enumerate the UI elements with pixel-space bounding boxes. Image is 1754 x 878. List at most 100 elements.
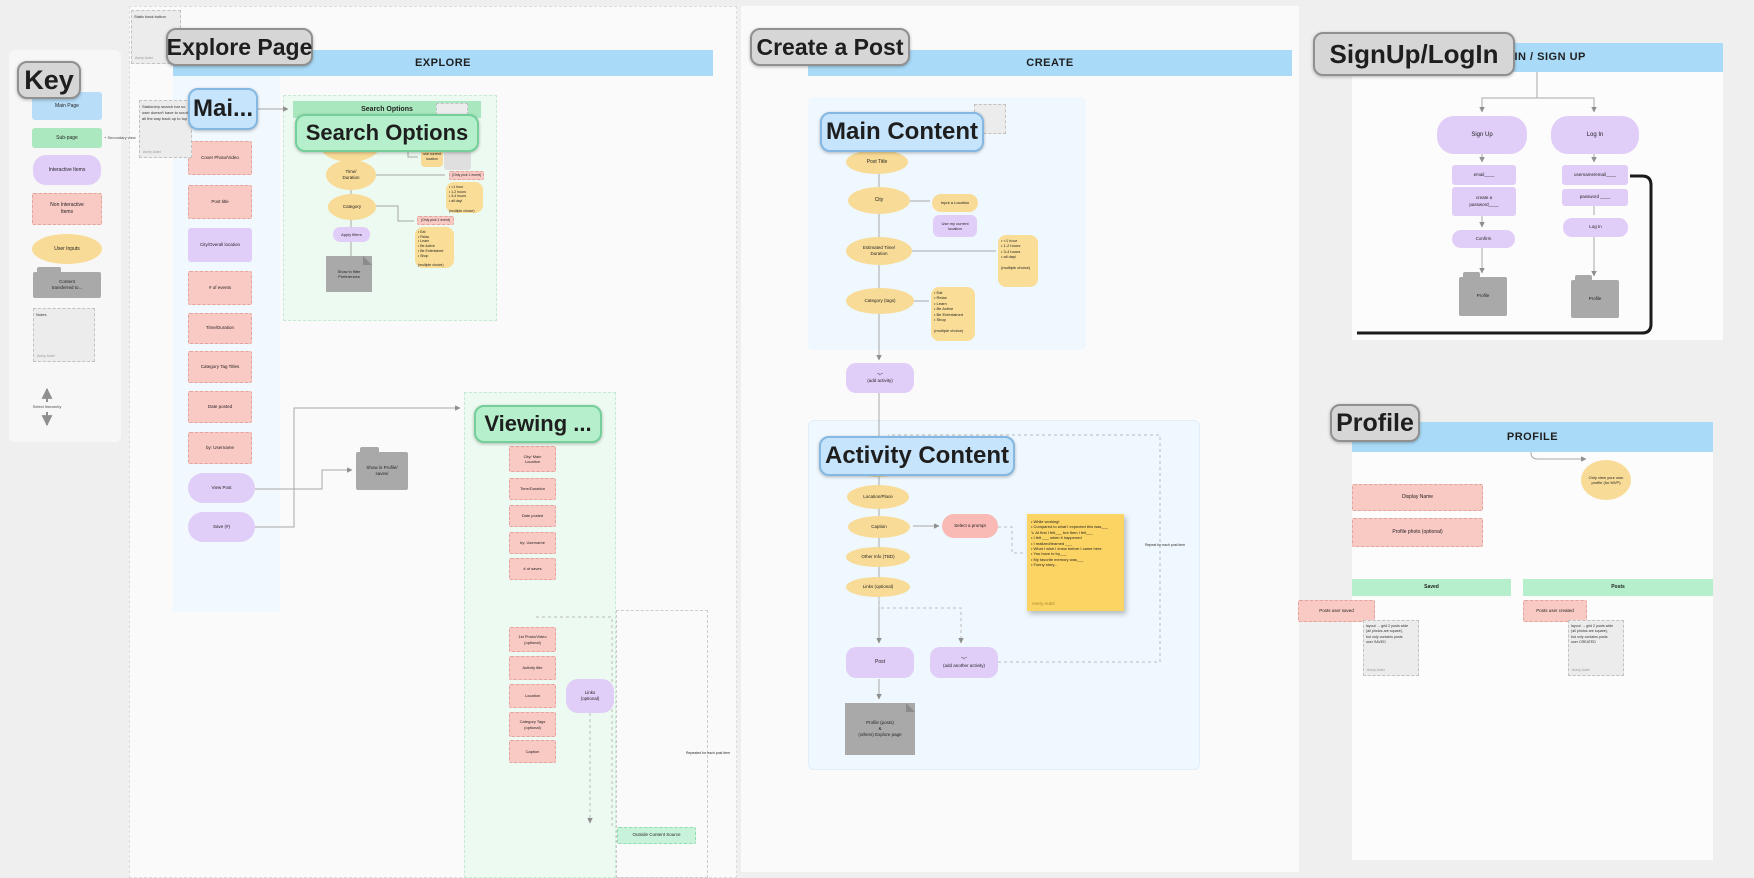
explore-field-time[interactable]: Time/Duration [188,313,252,344]
create-est-time-ellipse[interactable]: Estimated Time/ Duration [846,237,912,265]
explore-back-note-signature: Avery Autel [135,55,153,60]
profile-created-layout-signature: Avery Autel [1572,667,1590,672]
explore-field-post-title[interactable]: Post title [188,185,252,219]
search-options-label[interactable]: Search Options [295,114,479,152]
signup-sign-up-button[interactable]: Sign Up [1437,116,1527,154]
create-input-location-box[interactable]: Input a Location [932,194,978,212]
signup-email-field[interactable]: email____ [1452,165,1516,185]
key-title-label[interactable]: Key [17,61,81,99]
main-content-label[interactable]: Main Content [820,112,984,152]
search-category-ellipse[interactable]: Category [328,194,376,220]
activity-links-ellipse[interactable]: Links (optional) [846,577,910,597]
search-time-ellipse[interactable]: Time/ Duration [326,160,376,190]
search-options-header-bar[interactable]: Search Options [293,101,481,118]
login-username-field[interactable]: username/email____ [1562,165,1628,185]
activity-post-button[interactable]: Post [846,647,914,678]
profile-posts-created-box[interactable]: Posts user created [1523,600,1587,622]
create-section-label[interactable]: Create a Post [750,28,910,66]
activity-content-label[interactable]: Activity Content [819,436,1015,476]
profile-saved-layout-text: layout → grid 2 posts wide (all photos a… [1366,624,1409,645]
profile-photo-field[interactable]: Profile photo (optional) [1352,518,1483,547]
explore-save-button[interactable]: Save (#) [188,512,255,542]
search-category-options-sticky[interactable]: • Eat • Relax • Learn • Be Active • Be E… [415,227,454,268]
profile-saved-layout-signature: Avery Autel [1367,667,1385,672]
signup-section-label[interactable]: SignUp/LogIn [1313,32,1515,76]
activity-prompts-text: • While working! • Compared to what I ex… [1031,519,1108,568]
search-pick-one-time-label[interactable]: (Only pick 1 event) [449,171,484,180]
activity-select-prompt-button[interactable]: Select a prompt [942,514,998,538]
viewing-field-time[interactable]: Time/Duration [509,478,556,500]
activity-caption-ellipse[interactable]: Caption [848,516,910,538]
signup-confirm-button[interactable]: Confirm [1452,230,1515,248]
search-apply-filters-button[interactable]: Apply filters [333,227,370,242]
login-profile-folder-right[interactable]: Profile [1571,275,1619,318]
activity-other-info-ellipse[interactable]: Other Info (TBD) [846,547,910,567]
viewing-outside-source-box[interactable]: Outside Content Source [617,827,696,844]
viewing-label[interactable]: Viewing ... [474,405,602,443]
explore-search-note-sticky[interactable]: Stationery search bar so user doesn't ha… [139,100,192,158]
viewing-field-date[interactable]: Date posted [509,505,556,527]
create-use-current-button[interactable]: Use my current location [933,215,977,237]
key-user-inputs-swatch[interactable]: User Inputs [32,234,102,264]
login-password-field[interactable]: password ____ [1562,189,1628,206]
profile-saved-layout-sticky[interactable]: layout → grid 2 posts wide (all photos a… [1363,620,1419,676]
explore-main-page-label[interactable]: Mai... [188,88,258,130]
explore-section-label[interactable]: Explore Page [166,28,313,66]
activity-profile-doc[interactable]: Profile (posts) & (others) Explore page [845,703,915,755]
profile-posts-bar[interactable]: Posts [1523,579,1713,596]
signup-create-password-field[interactable]: create a password____ [1452,187,1516,216]
profile-section-label[interactable]: Profile [1330,404,1420,442]
key-notes-sticky[interactable]: Notes Avery Autel [33,308,95,362]
signup-profile-folder-left[interactable]: Profile [1459,272,1507,316]
create-add-activity-button[interactable]: "+" (add activity) [846,363,914,393]
profile-created-layout-sticky[interactable]: layout → grid 2 posts wide (all photos a… [1568,620,1624,676]
create-category-ellipse[interactable]: Category (tags) [846,288,914,314]
viewing-field-saves[interactable]: # of saves [509,558,556,580]
explore-field-city[interactable]: City/Overall location [188,228,252,262]
explore-field-events[interactable]: # of events [188,271,252,305]
explore-field-category-tags[interactable]: Category Tag Titles [188,351,252,383]
key-notes-signature: Avery Autel [37,353,55,358]
viewing-field-category-tags[interactable]: Category Tags (optional) [509,712,556,737]
key-interactive-swatch[interactable]: Interactive Items [33,155,101,185]
explore-field-cover[interactable]: Cover Photo/Video [188,141,252,175]
viewing-repeat-note: Repeated for each post item [686,751,730,755]
activity-add-another-button[interactable]: "+" (add another activity) [930,647,998,678]
create-post-title-ellipse[interactable]: Post Title [846,150,908,174]
profile-display-name-field[interactable]: Display Name [1352,484,1483,511]
explore-field-date[interactable]: Date posted [188,391,252,423]
viewing-profile-folder[interactable]: Show in Profile/ saves/ [356,447,408,490]
create-city-ellipse[interactable]: City [848,187,910,214]
search-pick-one-category-label[interactable]: (Only pick 1 event) [417,216,454,225]
viewing-links-button[interactable]: Links (optional) [566,679,614,713]
profile-own-note-ellipse[interactable]: Only view your own profile (for MVP) [1581,460,1631,500]
key-sub-page-swatch[interactable]: Sub-page [32,128,102,148]
signup-log-in-button[interactable]: Log In [1551,116,1639,154]
key-transfer-folder[interactable]: Content transferred to... [33,267,101,298]
search-filter-doc[interactable]: Show in filter Preferences [326,256,372,292]
key-non-interactive-swatch[interactable]: Non Interactive Items [32,193,102,225]
profile-posts-saved-box[interactable]: Posts user saved [1298,600,1375,622]
explore-search-note-text: Stationery search bar so user doesn't ha… [142,104,189,121]
profile-saved-bar[interactable]: Saved [1352,579,1511,596]
key-sub-page-note: + Secondary view [104,135,136,140]
create-category-options-sticky[interactable]: • Eat • Relax • Learn • Be Active • Be E… [931,287,975,341]
activity-prompts-sticky[interactable]: • While working! • Compared to what I ex… [1027,514,1124,611]
viewing-field-photo[interactable]: 1st Photo/Video (optional) [509,627,556,652]
create-time-options-sticky[interactable]: • <1 hour • 1-2 hours • 3-4 hours • all … [998,235,1038,287]
login-log-in-button[interactable]: Log In [1563,218,1628,237]
key-notes-title: Notes [36,312,47,317]
viewing-field-username[interactable]: by: Username [509,532,556,554]
viewing-field-caption[interactable]: Caption [509,740,556,763]
viewing-field-city[interactable]: City/ Main Location [509,446,556,472]
viewing-field-location[interactable]: Location [509,684,556,708]
explore-view-post-button[interactable]: View Post [188,473,255,503]
search-time-options-sticky[interactable]: • <1 hour • 1-2 hours • 3-4 hours • all … [446,182,483,213]
profile-created-layout-text: layout → grid 2 posts wide (all photos a… [1571,624,1614,645]
activity-location-ellipse[interactable]: Location/Place [847,485,909,509]
viewing-field-activity-title[interactable]: Activity title [509,656,556,680]
explore-field-username[interactable]: by: Username [188,432,252,464]
search-map-box[interactable] [444,149,471,170]
search-use-location-box[interactable]: use current location [421,147,443,167]
